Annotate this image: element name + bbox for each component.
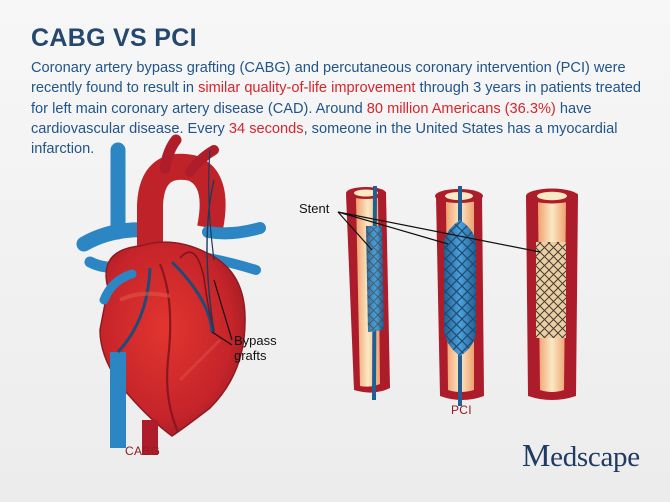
highlight-seconds: 34 seconds (228, 120, 304, 137)
medscape-logo: Medscape (522, 437, 640, 474)
label-bypass-line-1: Bypass (234, 333, 277, 348)
intro-text-2: through 3 years in patients treated for … (31, 80, 642, 117)
caption-pci: PCI (451, 403, 472, 417)
logo-rest: edscape (550, 441, 640, 473)
stent-pointers (337, 211, 541, 253)
heart-illustration (76, 134, 266, 455)
caption-cabg: CABG (125, 444, 161, 458)
label-bypass-line-2: grafts (234, 348, 267, 363)
label-bypass-grafts: Bypass grafts (234, 333, 277, 363)
pci-vessel-2 (435, 186, 484, 406)
highlight-quality-of-life: similar quality-of-life improvement (198, 80, 416, 97)
logo-initial: M (522, 437, 551, 473)
highlight-americans: 80 million Americans (36.3%) (366, 100, 556, 117)
intro-text-3: have cardiovascular disease. Every (31, 100, 592, 137)
intro-paragraph: Coronary artery bypass grafting (CABG) a… (31, 58, 646, 159)
page-title: CABG VS PCI (31, 24, 197, 52)
intro-text-4: , someone in the United States has a myo… (31, 120, 618, 158)
pci-vessel-1 (346, 185, 390, 401)
intro-text-1: Coronary artery bypass grafting (CABG) a… (31, 60, 626, 97)
pci-vessel-3 (526, 188, 578, 400)
label-stent: Stent (299, 201, 330, 216)
